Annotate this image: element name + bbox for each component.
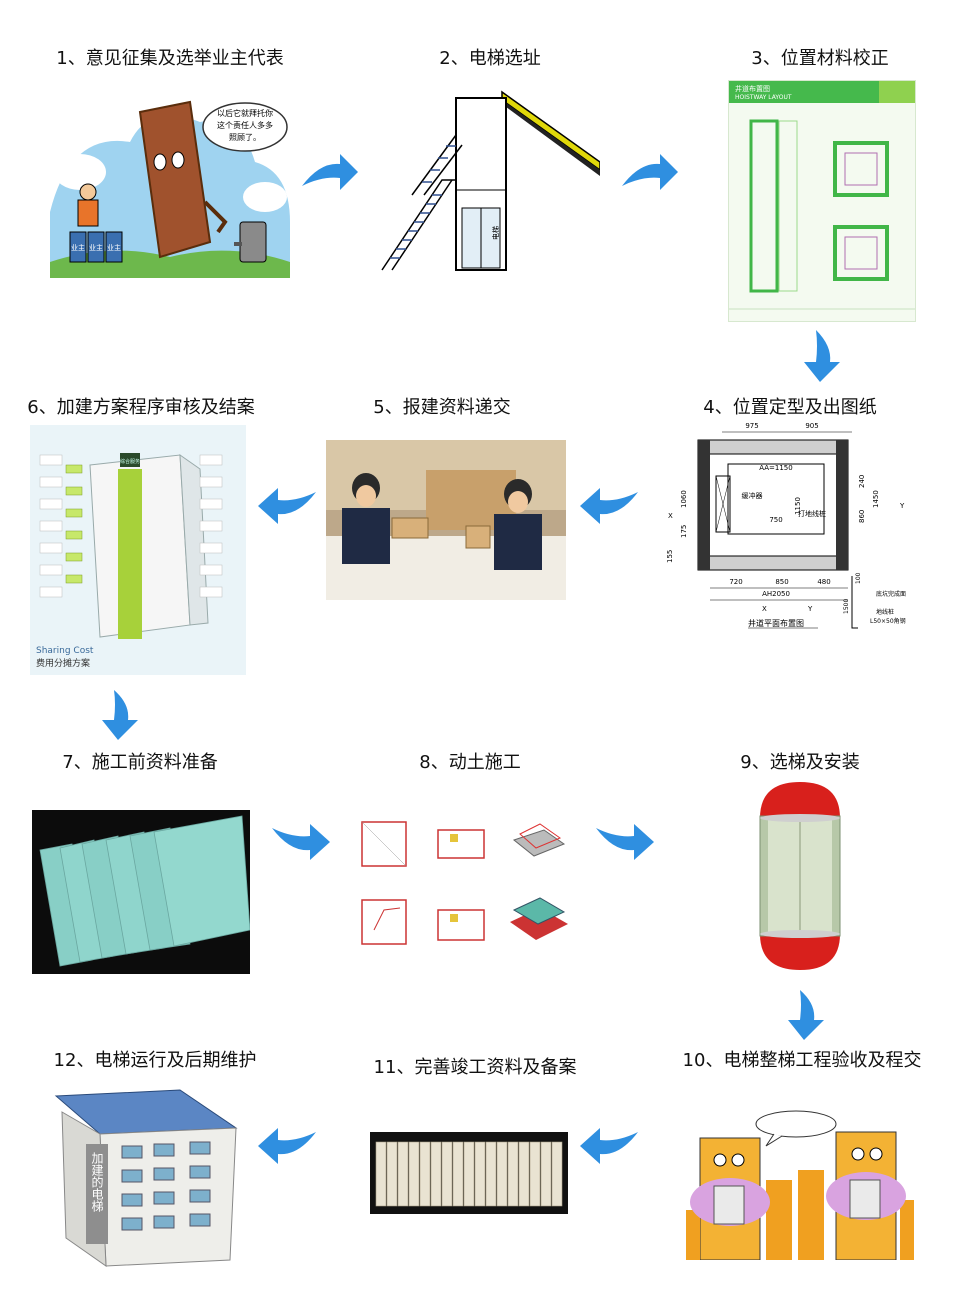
- step-11-photo: [370, 1132, 568, 1214]
- step-10-title: 10、电梯整梯工程验收及程交: [682, 1050, 922, 1071]
- step-5-photo: [326, 440, 566, 600]
- step-1-title: 1、意见征集及选举业主代表: [56, 48, 284, 69]
- step-5-title: 5、报建资料递交: [373, 397, 511, 418]
- elevator-door-label: 电梯: [491, 226, 500, 240]
- section-100: 100: [855, 572, 862, 584]
- dim-side-3: 155: [666, 550, 674, 563]
- dim-750: 750: [769, 516, 782, 524]
- step-4-drawing: 975 905 AA=1150 缓冲器 打地线桩 750 1150 1060 1…: [652, 418, 922, 632]
- arrow-6-to-7: [102, 690, 138, 740]
- dim-bottom-2: 850: [775, 578, 788, 586]
- speech-line-2: 这个责任人多多: [217, 120, 273, 130]
- model-sign: 综合服务: [120, 458, 140, 465]
- step-6-model: 综合服务 Sharing Cost 费用分摊方案: [30, 425, 246, 675]
- step-2-title: 2、电梯选址: [439, 48, 541, 69]
- step-9-title: 9、选梯及安装: [740, 752, 860, 773]
- dim-top-left: 975: [745, 422, 758, 430]
- step-8-title: 8、动土施工: [419, 752, 521, 773]
- arrow-2-to-3: [622, 154, 678, 190]
- step-1-cartoon: 以后它就拜托你 这个责任人多多 照顾了。 业主 业主 业主: [50, 92, 290, 278]
- axis-y-left: Y: [807, 605, 813, 613]
- step-2-drawing: 电梯: [372, 90, 600, 280]
- section-angle: L50×50角钢: [870, 617, 906, 625]
- car-width: AA=1150: [759, 464, 792, 472]
- step-12-model: 加建的电梯: [50, 1088, 240, 1268]
- owner-badge-2: 业主: [89, 243, 103, 252]
- step-7-title: 7、施工前资料准备: [62, 752, 218, 773]
- step-8-drawings: [354, 810, 572, 966]
- arrow-8-to-9: [596, 824, 654, 860]
- arrow-3-to-4: [804, 330, 840, 382]
- step-12-title: 12、电梯运行及后期维护: [53, 1050, 257, 1071]
- arrow-9-to-10: [788, 990, 824, 1040]
- section-1500: 1500: [843, 599, 850, 614]
- step-4-title: 4、位置定型及出图纸: [703, 397, 877, 418]
- arrow-10-to-11: [580, 1128, 638, 1164]
- building-wall-text: 加建的电梯: [90, 1152, 104, 1212]
- arrow-4-to-5: [580, 488, 638, 524]
- axis-y-right: Y: [899, 502, 905, 510]
- speech-line-3: 照顾了。: [229, 133, 261, 142]
- speech-line-1: 以后它就拜托你: [217, 108, 273, 118]
- dim-side-5: 1450: [872, 490, 880, 508]
- owner-badge-1: 业主: [71, 243, 85, 252]
- step-3-title: 3、位置材料校正: [751, 48, 889, 69]
- ground-pile-label: 打地线桩: [798, 509, 826, 518]
- arrow-1-to-2: [302, 154, 358, 190]
- step-7-photo: [32, 810, 250, 974]
- dim-bottom-total: AH2050: [762, 590, 790, 598]
- arrow-11-to-12: [258, 1128, 316, 1164]
- layout-subtitle: HOISTWAY LAYOUT: [735, 94, 792, 101]
- dim-side-6: 240: [858, 475, 866, 488]
- step-3-layout: 井道布置图 HOISTWAY LAYOUT: [728, 80, 916, 322]
- plan-caption: 井道平面布置图: [748, 618, 804, 628]
- dim-side-2: 175: [680, 525, 688, 538]
- dim-bottom-3: 480: [817, 578, 830, 586]
- arrow-5-to-6: [258, 488, 316, 524]
- step-10-cartoon: [686, 1110, 914, 1260]
- arrow-7-to-8: [272, 824, 330, 860]
- section-pile: 地线桩: [876, 608, 894, 616]
- dim-1150: 1150: [794, 497, 802, 515]
- dim-side-1: 1060: [680, 490, 688, 508]
- step-6-title: 6、加建方案程序审核及结案: [27, 397, 255, 418]
- buffer-label: 缓冲器: [742, 491, 763, 500]
- dim-top-right: 905: [805, 422, 818, 430]
- dim-bottom-1: 720: [729, 578, 742, 586]
- section-pit: 底坑完成面: [876, 590, 906, 598]
- axis-x-right: X: [668, 512, 673, 520]
- layout-title: 井道布置图: [735, 84, 770, 93]
- model-caption-en: Sharing Cost: [36, 646, 94, 656]
- step-9-elevator: [752, 778, 848, 974]
- dim-side-4: 860: [858, 510, 866, 523]
- step-11-title: 11、完善竣工资料及备案: [373, 1057, 577, 1078]
- model-caption-cn: 费用分摊方案: [36, 657, 90, 669]
- axis-x-left: X: [762, 605, 767, 613]
- owner-badge-3: 业主: [107, 243, 121, 252]
